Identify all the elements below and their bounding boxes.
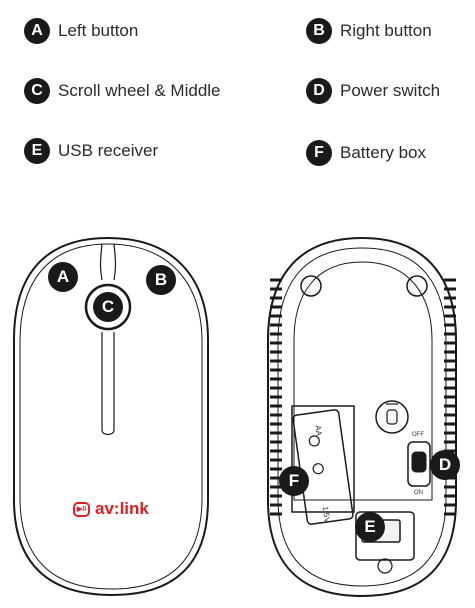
legend-label-usb-receiver: USB receiver: [58, 141, 159, 160]
foot-left: [300, 275, 322, 297]
badge-e: E: [24, 138, 50, 164]
legend-label-scroll-wheel: Scroll wheel & Middle: [58, 81, 221, 100]
foot-right: [406, 275, 428, 297]
legend-label-left-button: Left button: [58, 21, 139, 40]
brand-text: av:link: [95, 499, 149, 518]
legend-label-right-button: Right button: [340, 21, 432, 40]
switch-off-label: OFF: [412, 432, 424, 438]
legend-item-right-button: B Right button: [306, 16, 432, 46]
badge-a: A: [24, 18, 50, 44]
callout-f: F: [279, 466, 309, 496]
brand-icon: ▶II: [73, 501, 90, 517]
battery-type-label: AA: [313, 424, 324, 437]
button-split-right: [113, 243, 117, 281]
top-shell-outer: [13, 236, 209, 597]
callout-c: C: [93, 292, 123, 322]
switch-on-label: ON: [414, 490, 423, 496]
badge-b: B: [306, 18, 332, 44]
bottom-floor: [293, 261, 433, 501]
mouse-top-view: [13, 236, 209, 597]
legend-item-battery-box: F Battery box: [306, 138, 426, 168]
callout-b: B: [146, 265, 176, 295]
legend-item-scroll-wheel: C Scroll wheel & Middle: [24, 76, 221, 106]
callout-e: E: [355, 512, 385, 542]
badge-d: D: [306, 78, 332, 104]
receiver-latch: [377, 558, 393, 574]
power-switch-knob: [411, 451, 427, 473]
legend-item-usb-receiver: E USB receiver: [24, 136, 158, 166]
battery-compartment: [291, 405, 355, 513]
badge-c: C: [24, 78, 50, 104]
legend-item-power-switch: D Power switch: [306, 76, 440, 106]
brand-logo: ▶II av:link: [73, 499, 149, 519]
top-shell-inner: [19, 243, 203, 590]
usb-receiver-slot: [355, 511, 415, 561]
sensor-lens: [386, 409, 398, 425]
legend-label-power-switch: Power switch: [340, 81, 441, 100]
legend-label-battery-box: Battery box: [340, 143, 426, 162]
bottom-shell-inner: [277, 247, 447, 587]
optical-sensor: [375, 400, 409, 434]
button-split-left: [99, 243, 103, 281]
callout-a: A: [48, 262, 78, 292]
legend-item-left-button: A Left button: [24, 16, 138, 46]
scroll-wheel-ring: [84, 283, 132, 331]
callout-d: D: [430, 450, 460, 480]
mouse-bottom-view: [267, 236, 457, 598]
badge-f: F: [306, 140, 332, 166]
bottom-shell-outer: [267, 236, 457, 598]
center-slot: [101, 332, 115, 436]
side-grip-ridges: [270, 278, 456, 516]
